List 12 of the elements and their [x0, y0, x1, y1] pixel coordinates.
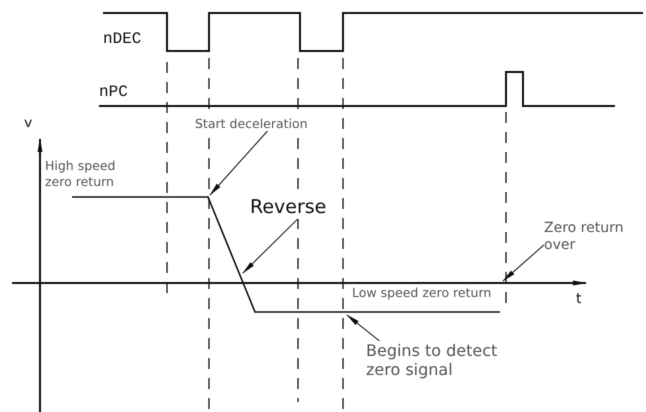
leader-arrow	[209, 130, 268, 196]
curve-label: Low speed zero return	[352, 285, 492, 302]
leader-arrow	[502, 244, 544, 282]
speed-curve	[72, 196, 500, 313]
leader-arrow	[346, 314, 380, 342]
leader-arrow	[242, 218, 298, 274]
curve-label: High speed zero return	[45, 158, 116, 190]
signal-name: nPC	[99, 82, 129, 103]
axis-label: v	[24, 115, 34, 134]
signal-name: nDEC	[103, 29, 142, 50]
axis-label: t	[576, 290, 582, 308]
t-axis	[12, 280, 587, 286]
